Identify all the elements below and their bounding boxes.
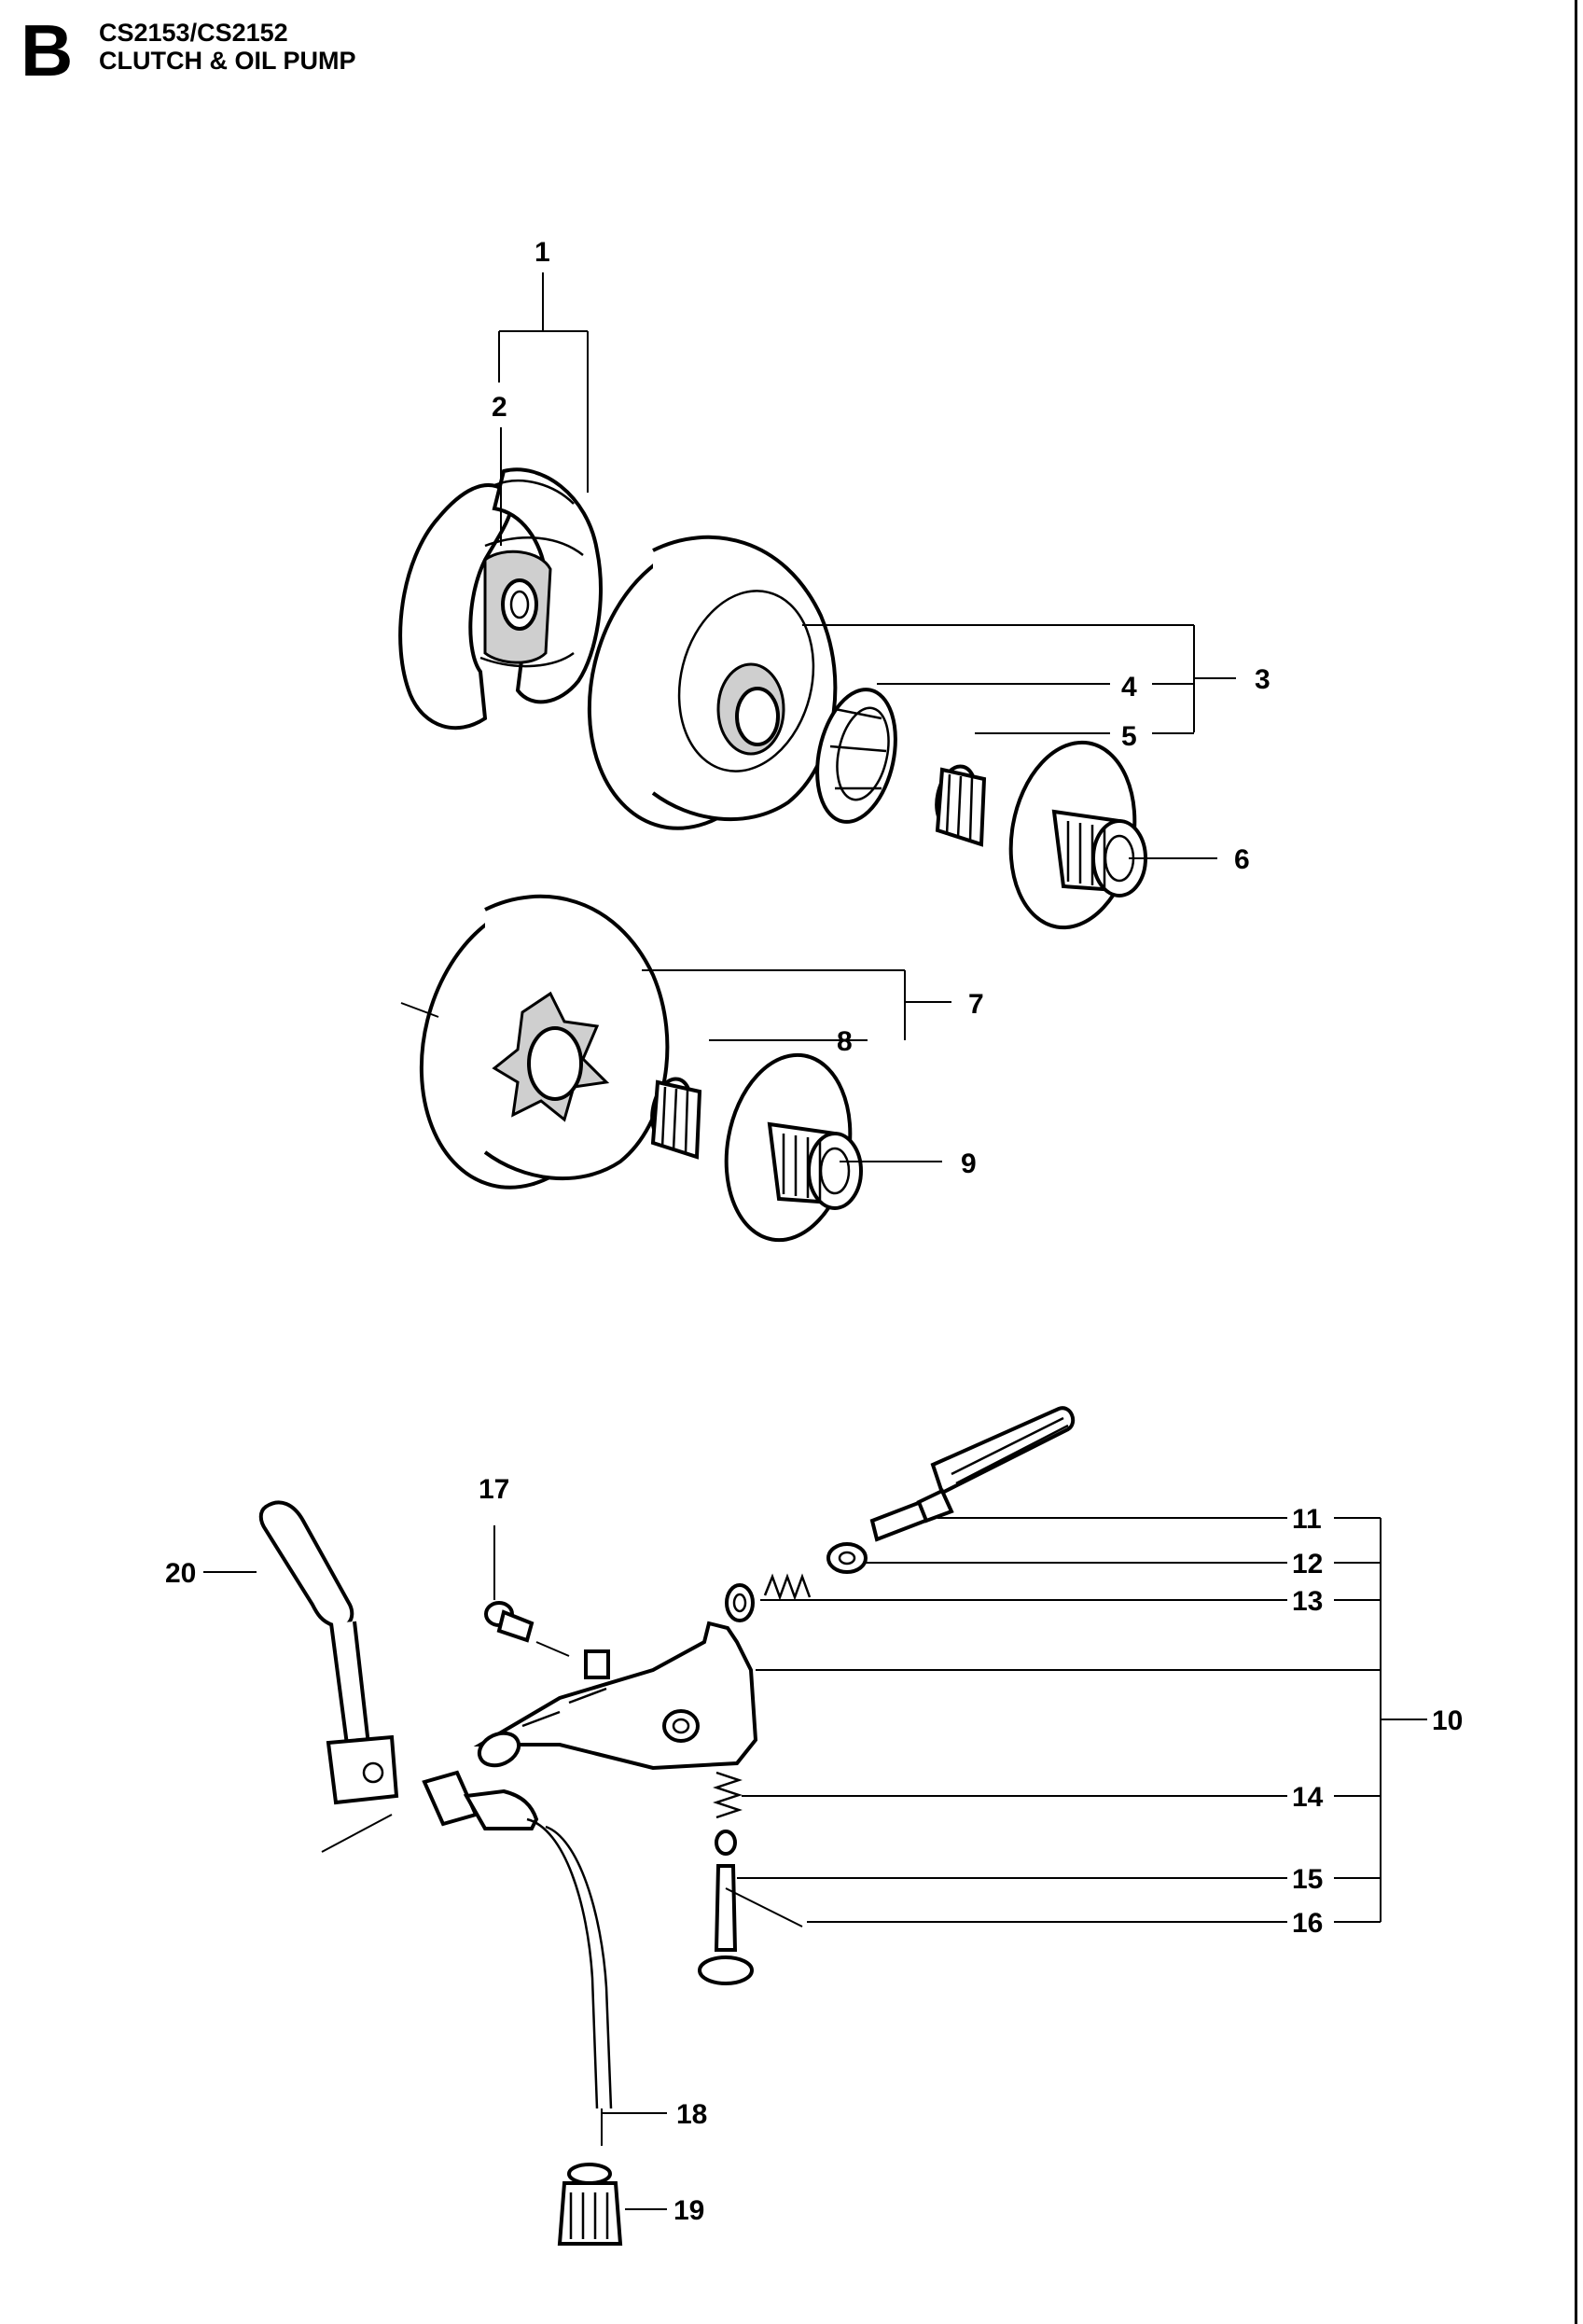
washer-hub-upper-drawing xyxy=(1008,740,1147,930)
callout-19: 19 xyxy=(673,2195,704,2226)
callout-3: 3 xyxy=(1255,664,1271,695)
callout-2: 2 xyxy=(492,392,507,423)
callout-1: 1 xyxy=(535,237,550,268)
spring-upper-drawing xyxy=(763,1573,812,1601)
callout-14: 14 xyxy=(1292,1782,1324,1813)
callout-5: 5 xyxy=(1121,721,1137,752)
callout-17: 17 xyxy=(479,1474,509,1505)
needle-bearing-lower-drawing xyxy=(650,1077,702,1160)
header-text: CS2153/CS2152 CLUTCH & OIL PUMP xyxy=(99,19,356,75)
callout-15: 15 xyxy=(1292,1864,1323,1895)
plunger-drawing xyxy=(869,1406,1076,1542)
washer-drawing xyxy=(826,1542,868,1574)
callout-16: 16 xyxy=(1292,1908,1323,1939)
spur-clutch-drum-drawing xyxy=(419,894,670,1190)
model-numbers: CS2153/CS2152 xyxy=(99,19,288,47)
oil-hose-drawing xyxy=(422,1770,613,2146)
callout-10: 10 xyxy=(1432,1705,1463,1736)
callout-13: 13 xyxy=(1292,1586,1323,1617)
adjusting-pin-drawing xyxy=(698,1830,803,1985)
callout-8: 8 xyxy=(837,1026,853,1057)
o-ring-drawing xyxy=(725,1583,755,1622)
oil-filter-drawing xyxy=(557,2163,623,2246)
callout-9: 9 xyxy=(961,1148,977,1179)
diagram-title: CLUTCH & OIL PUMP xyxy=(99,47,356,75)
pump-body-drawing xyxy=(473,1621,758,1771)
rim-sprocket-drawing xyxy=(815,688,897,824)
clutch-drum-rim-drawing xyxy=(587,535,838,830)
callout-20: 20 xyxy=(165,1558,196,1589)
callout-4: 4 xyxy=(1121,672,1137,703)
callout-11: 11 xyxy=(1292,1504,1322,1535)
page-header: B CS2153/CS2152 CLUTCH & OIL PUMP xyxy=(21,13,450,97)
callout-7: 7 xyxy=(968,989,984,1020)
page-border-rule xyxy=(1575,0,1577,2324)
needle-bearing-upper-drawing xyxy=(935,764,987,847)
callout-12: 12 xyxy=(1292,1549,1323,1579)
clutch-shoe-drawing xyxy=(398,467,603,731)
callout-6: 6 xyxy=(1234,844,1250,875)
callout-18: 18 xyxy=(676,2099,707,2130)
spring-lower-drawing xyxy=(713,1771,743,1819)
callout-leader-lines xyxy=(203,272,1427,2210)
oil-pump-handle-lever-drawing xyxy=(258,1500,399,1853)
section-letter: B xyxy=(21,9,74,91)
screw-drawing xyxy=(484,1601,570,1657)
washer-hub-lower-drawing xyxy=(724,1052,863,1243)
